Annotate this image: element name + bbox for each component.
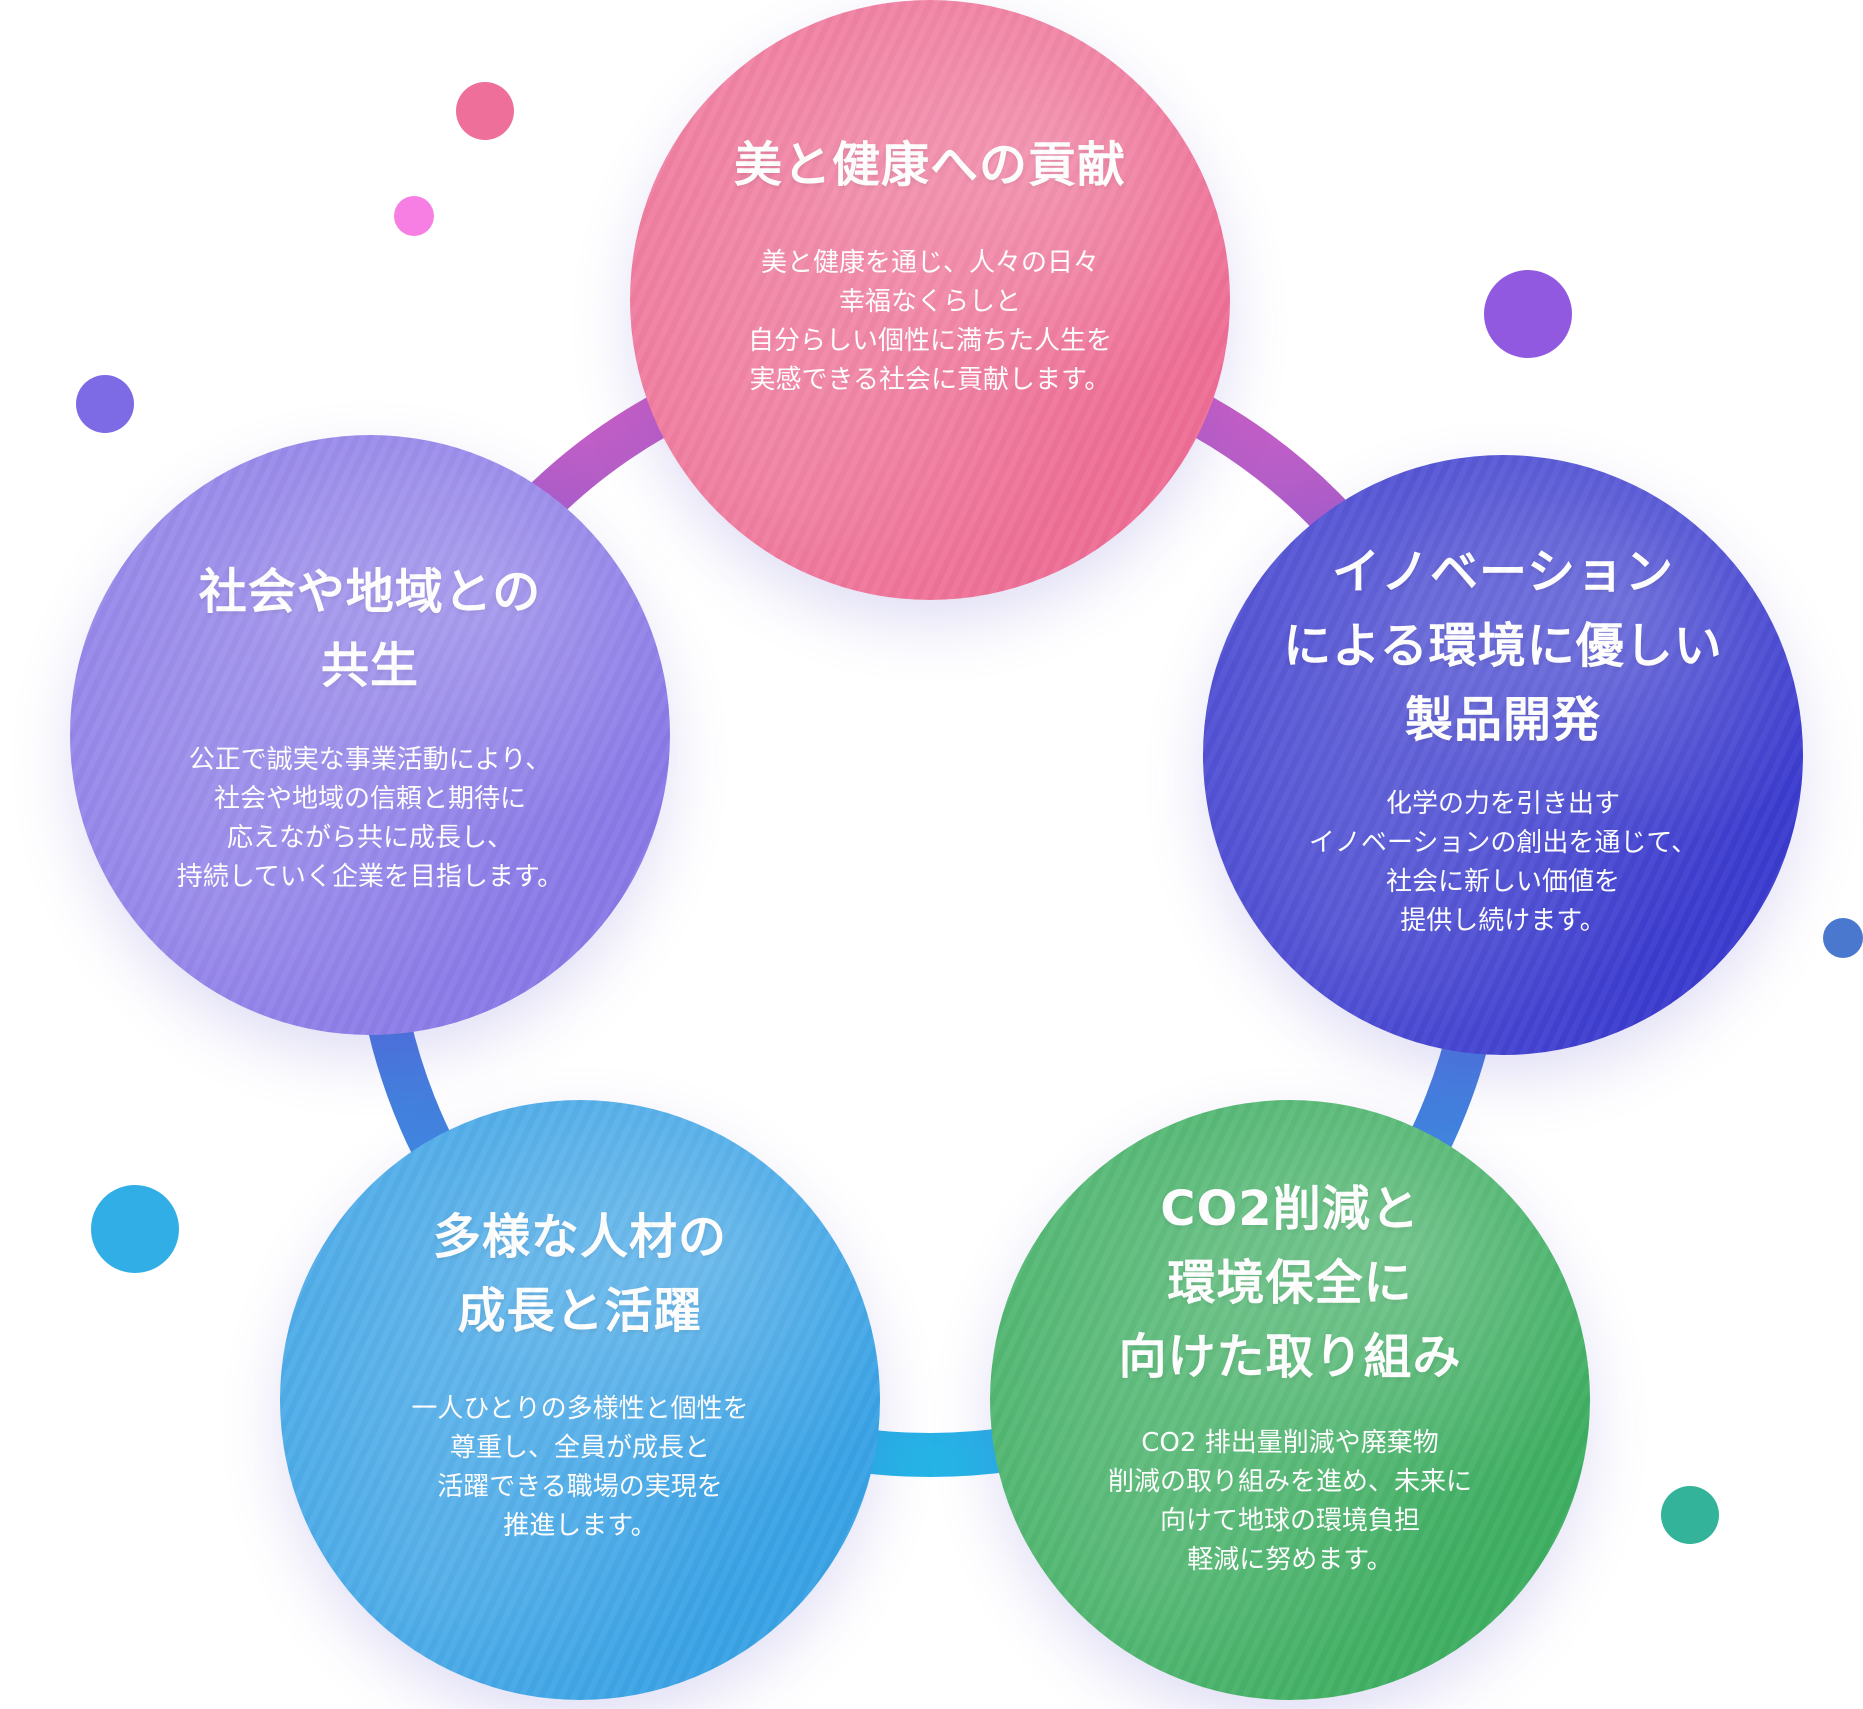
decor-dot-magenta: [394, 196, 434, 236]
circle-co2-reduction: CO2削減と 環境保全に 向けた取り組み CO2 排出量削減や廃棄物 削減の取り…: [990, 1100, 1590, 1700]
circle-title: CO2削減と 環境保全に 向けた取り組み: [1118, 1181, 1462, 1385]
circle-beauty-health: 美と健康への貢献 美と健康を通じ、人々の日々 幸福なくらしと 自分らしい個性に満…: [630, 0, 1230, 600]
decor-dot-violet: [76, 375, 134, 433]
decor-dot-purple: [1484, 270, 1572, 358]
decor-dot-blue: [1823, 918, 1863, 958]
circle-title: 美と健康への貢献: [733, 137, 1126, 193]
circle-title: 多様な人材の 成長と活躍: [432, 1209, 727, 1339]
decor-dot-teal: [1661, 1486, 1719, 1544]
circle-diverse-talent: 多様な人材の 成長と活躍 一人ひとりの多様性と個性を 尊重し、全員が成長と 活躍…: [280, 1100, 880, 1700]
circle-body: CO2 排出量削減や廃棄物 削減の取り組みを進め、未来に 向けて地球の環境負担 …: [1107, 1428, 1472, 1575]
circle-community-coexistence: 社会や地域との 共生 公正で誠実な事業活動により、 社会や地域の信頼と期待に 応…: [70, 435, 670, 1035]
circle-title: 社会や地域との 共生: [198, 564, 542, 694]
circle-body: 公正で誠実な事業活動により、 社会や地域の信頼と期待に 応えながら共に成長し、 …: [176, 745, 564, 892]
circle-innovation: イノベーション による環境に優しい 製品開発 化学の力を引き出す イノベーション…: [1203, 455, 1803, 1055]
photo-texture: [70, 435, 670, 1035]
decor-dot-cyan: [91, 1185, 179, 1273]
circle-body: 美と健康を通じ、人々の日々 幸福なくらしと 自分らしい個性に満ちた人生を 実感で…: [747, 248, 1112, 395]
circle-body: 化学の力を引き出す イノベーションの創出を通じて、 社会に新しい価値を 提供し続…: [1308, 789, 1698, 936]
decor-dot-pink: [456, 82, 514, 140]
circle-body: 一人ひとりの多様性と個性を 尊重し、全員が成長と 活躍できる職場の実現を 推進し…: [411, 1394, 749, 1541]
circle-title: イノベーション による環境に優しい 製品開発: [1283, 544, 1723, 748]
